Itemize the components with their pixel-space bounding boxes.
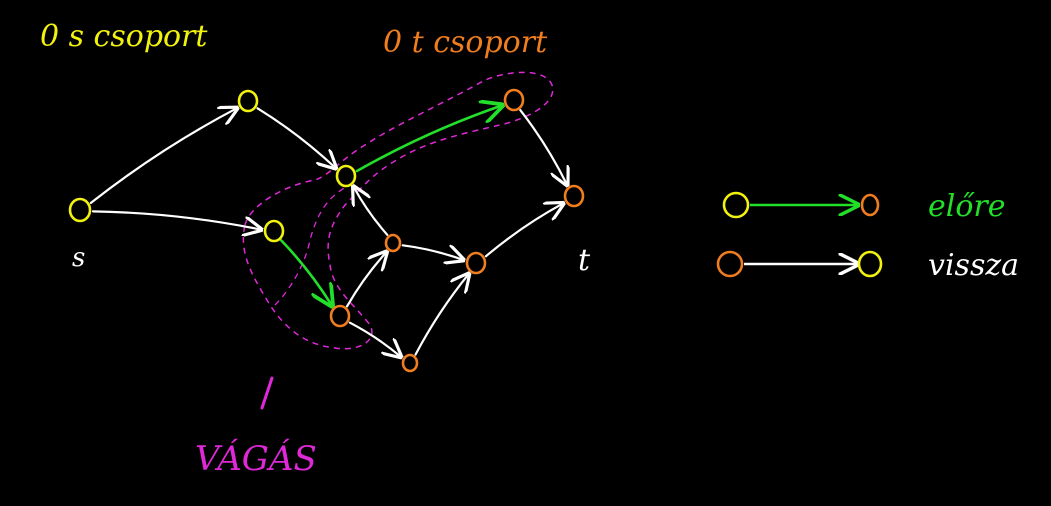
edge-s-a xyxy=(89,108,237,205)
cut-outline xyxy=(242,71,554,350)
legend-backward-from-node xyxy=(716,250,744,278)
source-label: s xyxy=(72,243,85,273)
node-c xyxy=(335,164,357,188)
edge-f-h xyxy=(348,321,401,357)
legend-forward-label: előre xyxy=(928,189,1006,224)
edge-layer xyxy=(89,105,567,357)
node-h xyxy=(401,353,419,373)
cut-pointer xyxy=(260,376,274,410)
legend-backward-label: vissza xyxy=(928,248,1019,283)
edge-d-t xyxy=(519,109,567,185)
edge-f-e xyxy=(345,252,386,308)
node-layer xyxy=(68,88,585,373)
sink-label: t xyxy=(578,243,591,278)
node-f xyxy=(329,304,351,328)
edge-g-t xyxy=(484,203,563,258)
legend-forward-from-node xyxy=(722,191,750,219)
node-a xyxy=(237,89,259,113)
node-t xyxy=(563,184,585,208)
node-d xyxy=(503,88,525,112)
edge-b-f xyxy=(280,239,332,305)
t-group-label: 0 t csoport xyxy=(383,25,548,60)
legend xyxy=(716,191,883,278)
edge-s-b xyxy=(91,210,261,229)
cut-outline-inner xyxy=(274,184,351,306)
node-g xyxy=(465,251,487,275)
legend-backward-to-node xyxy=(857,250,883,278)
edge-h-g xyxy=(414,274,469,356)
legend-forward-to-node xyxy=(860,193,880,217)
s-group-label: 0 s csoport xyxy=(40,19,208,54)
edge-c-d xyxy=(355,105,502,173)
node-s xyxy=(68,197,92,223)
cut-label: VÁGÁS xyxy=(195,438,317,479)
node-e xyxy=(384,233,402,253)
edge-e-g xyxy=(401,244,464,260)
edge-e-c xyxy=(353,187,389,236)
edge-a-c xyxy=(256,107,336,168)
node-b xyxy=(263,219,285,243)
